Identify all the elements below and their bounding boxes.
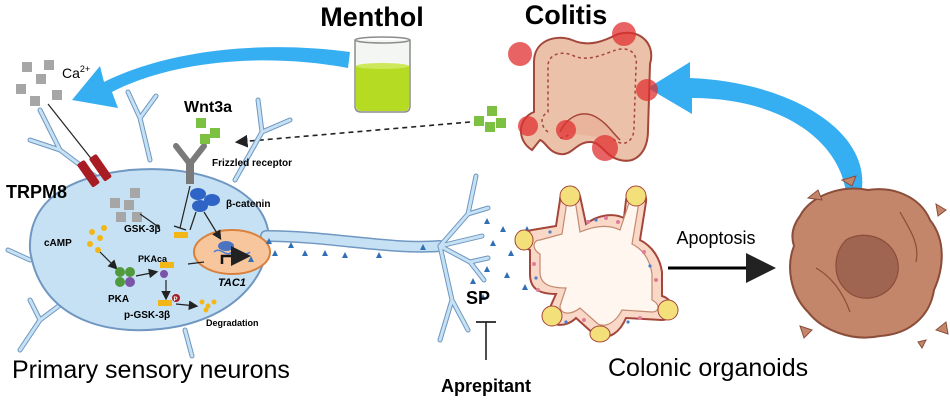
wnt3a-squares-released: [474, 106, 506, 132]
inflammation-spot: [636, 79, 658, 101]
pgsk-to-degradation-arrow: [175, 300, 199, 311]
tac1-label: TAC1: [218, 277, 246, 289]
colonic-organoid: [514, 185, 679, 343]
beta-catenin-icon: [190, 188, 220, 212]
intracellular-calcium: [110, 188, 142, 222]
organoid-to-colitis-arrow: [648, 62, 863, 192]
receptor-to-gsk-inhibit: [179, 185, 191, 229]
wnt3a-dashed-arrow: [234, 121, 471, 148]
trpm8-label: TRPM8: [6, 182, 67, 202]
camp-label: cAMP: [44, 238, 72, 249]
colitis-label: Colitis: [525, 0, 608, 30]
gsk3b-bound-icon: [160, 262, 174, 268]
inflammation-spot: [612, 22, 636, 46]
gsk-pathway-arrow: [187, 261, 205, 265]
calcium-ions: [16, 60, 62, 106]
tac1-transcription-arrow: [220, 246, 251, 266]
aprepitant-label: Aprepitant: [441, 376, 531, 396]
inflammation-spot: [592, 135, 618, 161]
colonic-organoids-label: Colonic organoids: [608, 354, 808, 382]
phospho-icon: [172, 294, 180, 302]
substance-p-triangles-released: [470, 218, 530, 300]
menthol-beaker-icon: [354, 36, 411, 113]
receptor-to-gsk-inhibit-bar: [173, 225, 187, 231]
sensory-neuron: [5, 89, 491, 359]
pkaca-icon: [160, 270, 168, 278]
beta-catenin-label: β-catenin: [226, 199, 270, 210]
pka-icon: [115, 267, 135, 287]
inflammation-spot: [556, 120, 576, 140]
pkaca-label: PKAca: [138, 254, 168, 264]
wnt3a-squares-bound: [196, 118, 220, 144]
pka-label: PKA: [108, 294, 129, 305]
degradation-fragments: [199, 299, 217, 313]
dead-organoid: [789, 175, 949, 349]
frizzled-label: Frizzled receptor: [212, 158, 292, 169]
inflammation-spot: [518, 116, 538, 136]
calcium-label: Ca2+: [62, 64, 90, 81]
gsk-to-catenin-inhibit: [189, 211, 197, 231]
gsk3b-label: GSK-3β: [124, 224, 161, 235]
pgsk3b-label: p-GSK-3β: [124, 310, 170, 321]
menthol-label: Menthol: [320, 2, 423, 32]
sp-label: SP: [466, 288, 490, 308]
catenin-to-nucleus-arrow: [203, 211, 222, 241]
camp-icon: [87, 225, 107, 253]
camp-to-pka-arrow: [99, 251, 118, 270]
inflammation-spot: [508, 42, 532, 66]
pka-to-pkaca-arrow: [135, 268, 159, 279]
frizzled-receptor-icon: [173, 143, 207, 184]
gsk3b-icon: [174, 232, 188, 238]
phospho-label: P: [174, 297, 178, 303]
menthol-to-neuron-arrow: [72, 47, 350, 108]
degradation-label: Degradation: [206, 318, 259, 328]
pgsk3b-icon: [158, 300, 172, 306]
ca-to-gsk-inhibit: [139, 213, 161, 229]
primary-neurons-label: Primary sensory neurons: [12, 356, 290, 384]
substance-p-triangles-internal: [248, 238, 426, 262]
apoptosis-label: Apoptosis: [676, 228, 755, 248]
colon-illustration: [508, 22, 658, 162]
trpm8-channel-icon: [77, 154, 112, 187]
wnt3a-label: Wnt3a: [184, 99, 232, 116]
